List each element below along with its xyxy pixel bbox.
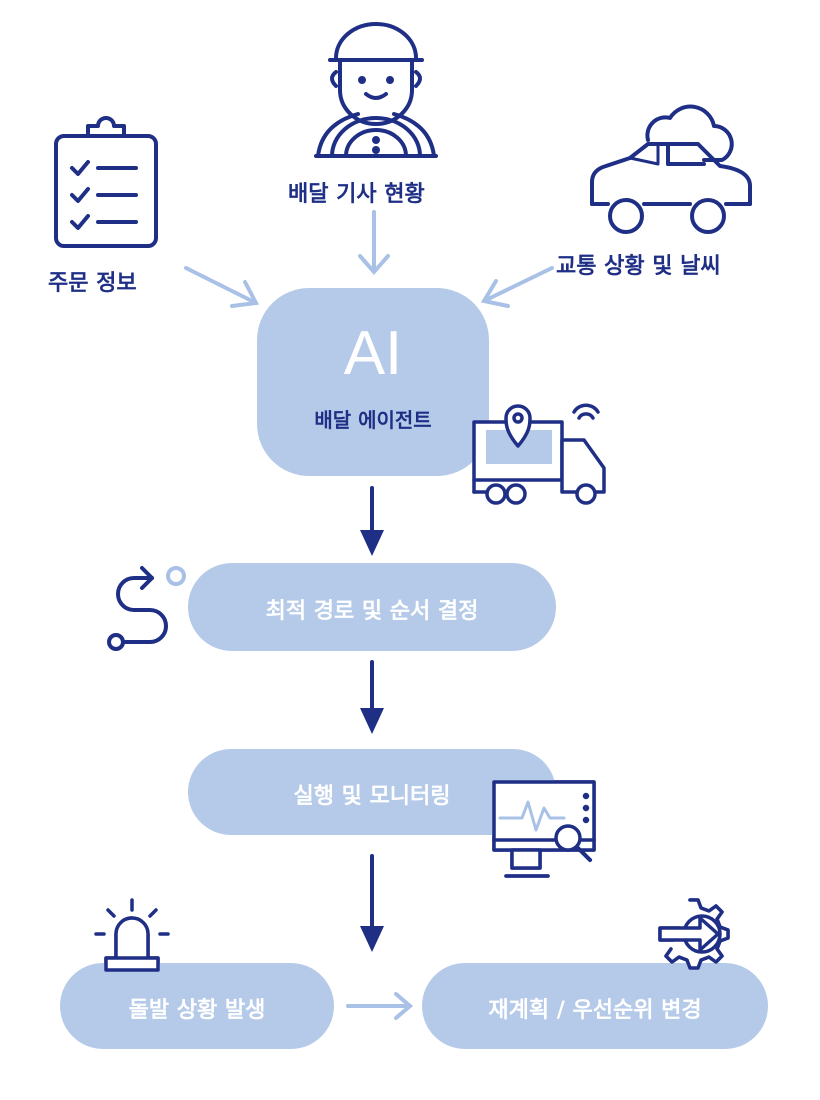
step-optimize: 최적 경로 및 순서 결정 — [188, 563, 556, 651]
ai-agent-box: AI 배달 에이전트 — [257, 288, 489, 476]
input-arrows — [184, 210, 554, 308]
step-monitor: 실행 및 모니터링 — [188, 749, 556, 835]
step-replan: 재계획 / 우선순위 변경 — [422, 963, 768, 1049]
driver-status-label: 배달 기사 현황 — [288, 182, 425, 207]
traffic-weather-label: 교통 상황 및 날씨 — [556, 254, 721, 279]
arrow-traffic-to-ai — [484, 266, 554, 302]
step-optimize-label: 최적 경로 및 순서 결정 — [265, 599, 479, 624]
delivery-truck-icon — [472, 403, 606, 505]
clipboard-icon — [54, 116, 158, 248]
step-incident: 돌발 상황 발생 — [60, 963, 334, 1049]
gear-arrow-icon — [658, 898, 730, 970]
arrow-order-to-ai — [184, 266, 256, 304]
step-replan-label: 재계획 / 우선순위 변경 — [488, 998, 702, 1023]
car-cloud-icon — [590, 104, 752, 234]
step-incident-label: 돌발 상황 발생 — [128, 998, 266, 1023]
route-icon — [107, 566, 186, 651]
arrow-incident-to-replan — [346, 992, 414, 1020]
siren-icon — [94, 898, 170, 972]
ai-title: AI — [343, 319, 403, 388]
step-monitor-label: 실행 및 모니터링 — [293, 784, 451, 809]
order-info-label: 주문 정보 — [48, 271, 137, 296]
driver-icon — [314, 22, 438, 158]
ai-subtitle: 배달 에이전트 — [314, 408, 432, 432]
flow-arrows — [360, 486, 384, 952]
